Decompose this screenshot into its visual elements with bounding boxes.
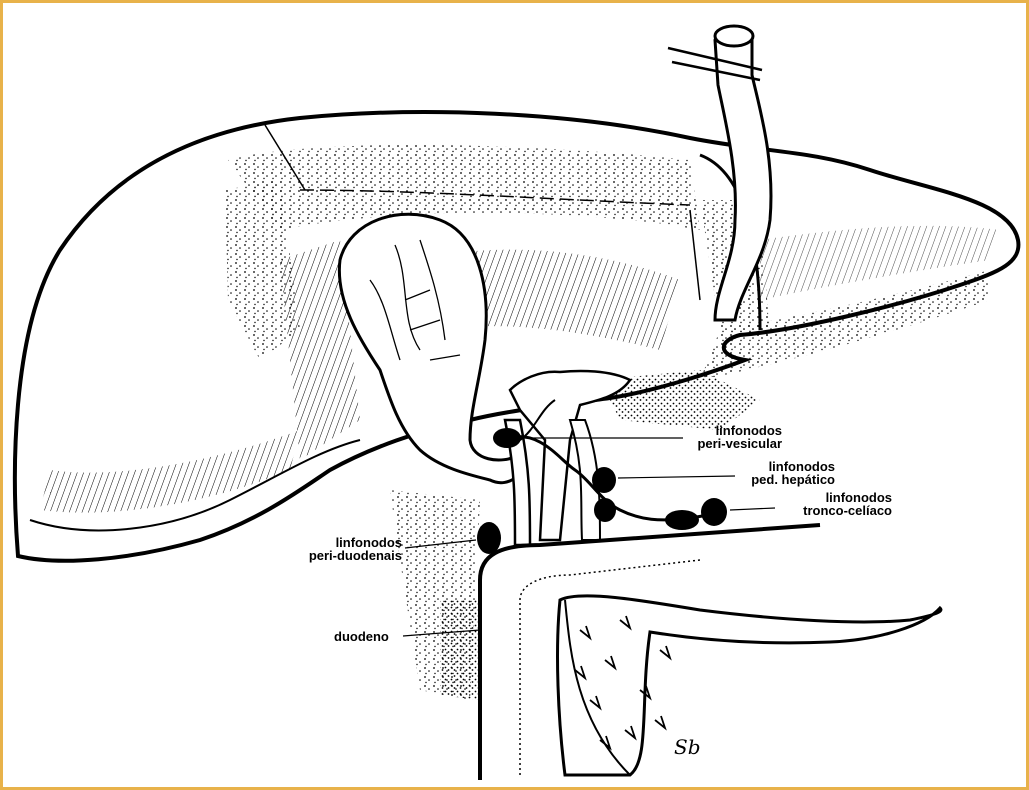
node-ped-hepatico-1 bbox=[592, 467, 616, 493]
duodenum bbox=[480, 525, 820, 780]
label-linfonodos-peri-duodenais: linfonodos peri-duodenais bbox=[300, 536, 402, 562]
artist-signature: Sb bbox=[674, 735, 701, 759]
node-peri-vesicular bbox=[493, 428, 521, 448]
node-celiac-1 bbox=[665, 510, 699, 530]
node-celiac-2 bbox=[701, 498, 727, 526]
label-duodeno: duodeno bbox=[334, 630, 389, 643]
label-linfonodos-tronco-celiaco: linfonodos tronco-celíaco bbox=[776, 491, 892, 517]
label-linfonodos-peri-vesicular: linfonodos peri-vesicular bbox=[684, 424, 782, 450]
label-linfonodos-ped-hepatico: linfonodos ped. hepático bbox=[735, 460, 835, 486]
node-peri-duodenal bbox=[477, 522, 501, 554]
node-ped-hepatico-2 bbox=[594, 498, 616, 522]
pancreas bbox=[558, 596, 941, 775]
